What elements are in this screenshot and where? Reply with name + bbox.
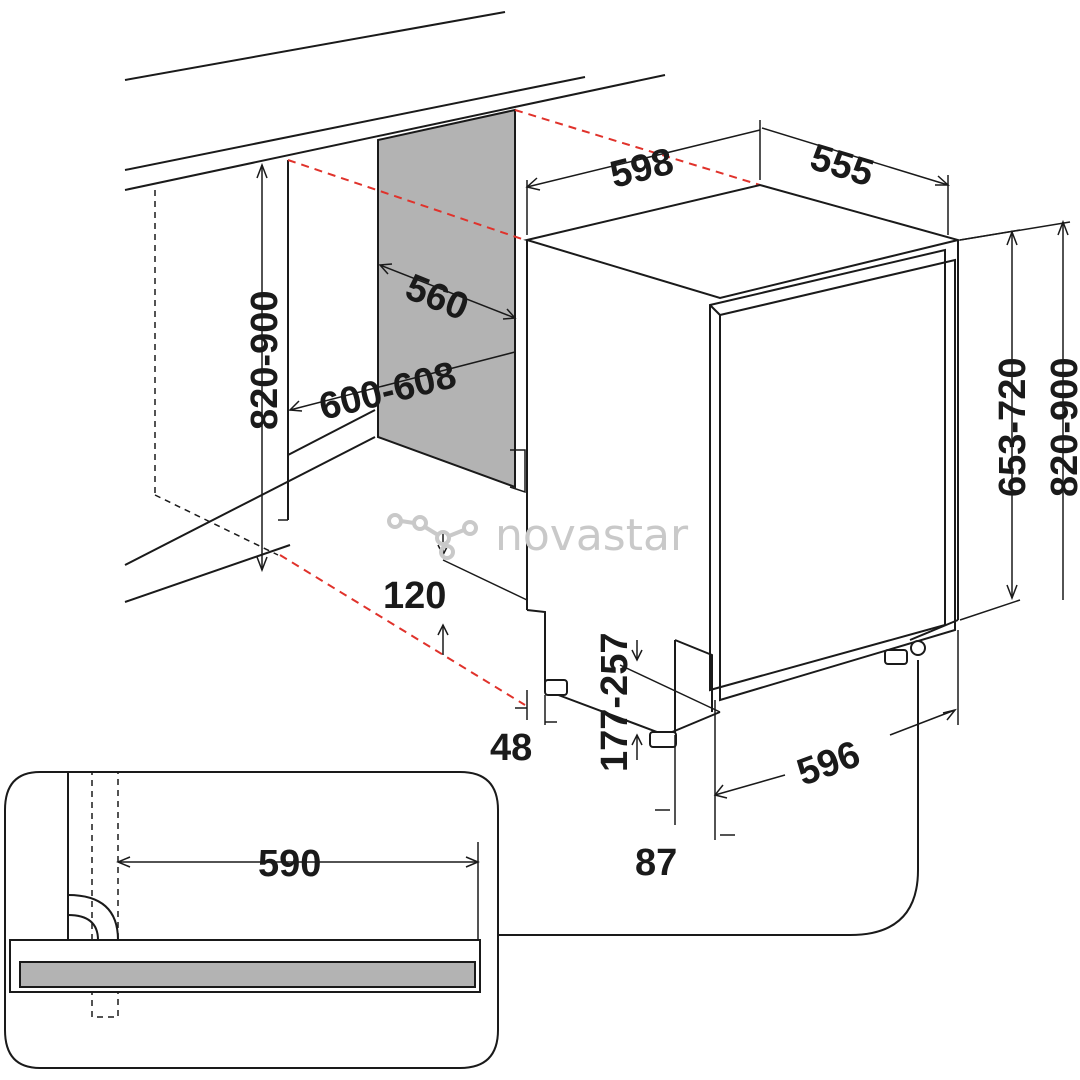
watermark-text: novastar — [495, 510, 689, 561]
appliance-width-label: 598 — [606, 141, 678, 197]
plinth-gap-label: 120 — [383, 575, 446, 617]
left-cabinet — [154, 160, 376, 556]
worktop-lines — [124, 11, 666, 603]
dishwasher-feet — [544, 640, 926, 748]
dishwasher-door — [674, 248, 956, 735]
foot-offset-label: 48 — [490, 727, 532, 769]
plinth-height-label: 177-257 — [594, 633, 636, 772]
door-width-label: 596 — [792, 733, 866, 794]
red-guides — [279, 109, 761, 706]
cabinet-height-left-label: 820-900 — [244, 291, 286, 430]
dimension-lines — [256, 120, 1071, 840]
appliance-height-right-label: 820-900 — [1044, 358, 1080, 497]
dimension-labels: 820-900 560 600-608 598 555 653-720 820-… — [244, 136, 1080, 885]
detail-depth-label: 590 — [258, 843, 321, 885]
door-height-label: 653-720 — [992, 358, 1034, 497]
dishwasher-body — [523, 183, 962, 736]
detail-callout — [4, 660, 919, 1069]
novastar-watermark: novastar — [387, 510, 689, 561]
door-offset-label: 87 — [635, 842, 677, 884]
niche-back-panel — [377, 108, 526, 494]
appliance-depth-label: 555 — [805, 136, 878, 195]
